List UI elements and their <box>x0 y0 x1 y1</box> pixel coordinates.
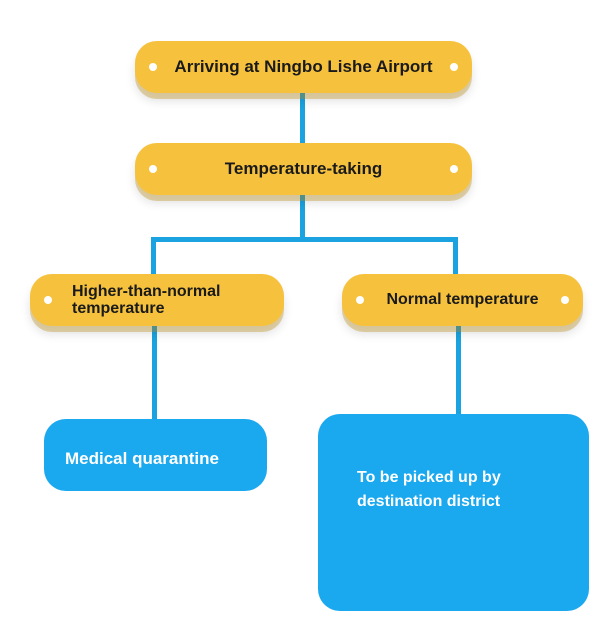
node-higher-than-normal: Higher-than-normal temperature <box>30 274 284 326</box>
dot-icon <box>44 296 52 304</box>
connector-arrival-to-temp <box>300 92 305 144</box>
node-higher-label: Higher-than-normal temperature <box>72 283 220 317</box>
node-normal-label: Normal temperature <box>386 291 539 308</box>
node-normal-temperature: Normal temperature <box>342 274 583 326</box>
connector-temp-down <box>300 194 305 240</box>
node-arrival: Arriving at Ningbo Lishe Airport <box>135 41 472 93</box>
dot-icon <box>356 296 364 304</box>
connector-to-higher <box>151 237 156 277</box>
dot-icon <box>149 165 157 173</box>
node-higher-label-line1: Higher-than-normal <box>72 283 221 300</box>
dot-icon <box>450 165 458 173</box>
dot-icon <box>561 296 569 304</box>
connector-normal-to-pickup <box>456 326 461 418</box>
node-temperature-taking: Temperature-taking <box>135 143 472 195</box>
node-arrival-label: Arriving at Ningbo Lishe Airport <box>174 57 433 76</box>
node-higher-label-line2: temperature <box>72 300 165 317</box>
node-quarantine-label: Medical quarantine <box>65 449 219 468</box>
connector-to-normal <box>453 237 458 277</box>
dot-icon <box>450 63 458 71</box>
node-temperature-taking-label: Temperature-taking <box>224 159 383 178</box>
node-pickup-label-line1: To be picked up by <box>357 469 501 486</box>
node-pickup-label-line2: destination district <box>357 493 501 510</box>
dot-icon <box>149 63 157 71</box>
connector-horizontal <box>151 237 458 242</box>
connector-higher-to-quarantine <box>152 326 157 422</box>
node-picked-up: To be picked up by destination district <box>318 414 589 611</box>
node-medical-quarantine: Medical quarantine <box>44 419 267 491</box>
